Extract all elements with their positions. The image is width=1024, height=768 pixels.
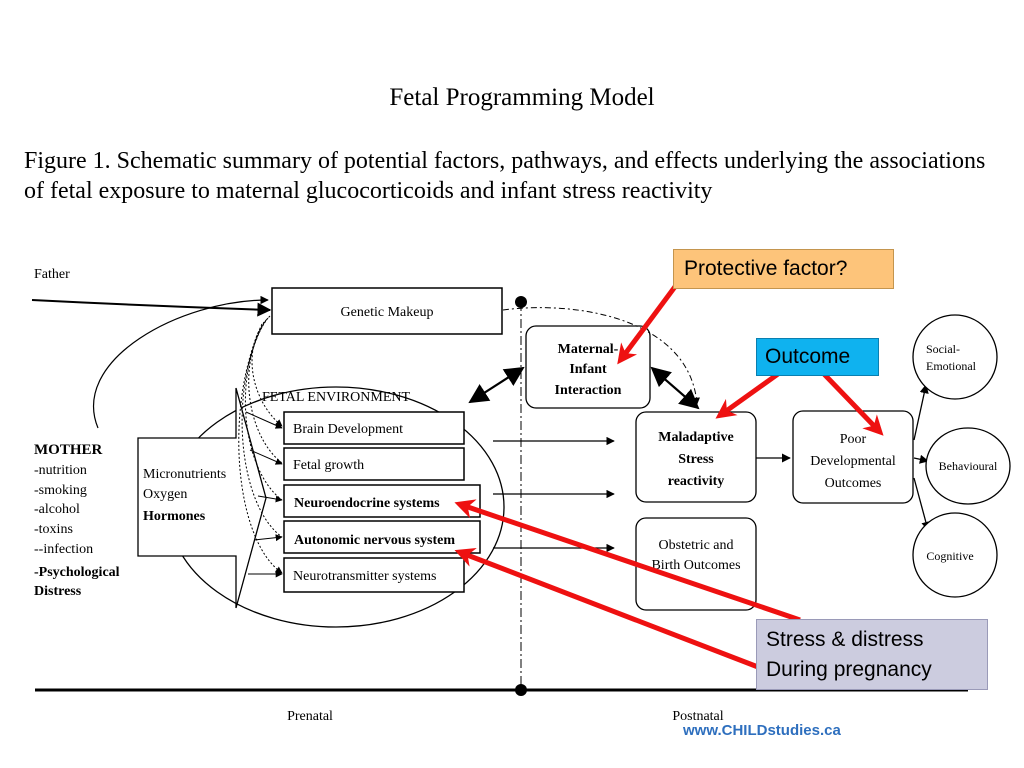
system-box-growth <box>283 447 465 481</box>
page-title: Fetal Programming Model <box>389 84 655 111</box>
maladaptive-stress-box <box>635 411 757 503</box>
father-label: Father <box>34 267 70 282</box>
env-mii-double-arrow <box>468 366 525 404</box>
behavioural-label: Behavioural <box>939 459 998 473</box>
stress-line1: Stress & distress <box>766 628 924 651</box>
fetal-environment-label: FETAL ENVIRONMENT <box>262 390 411 405</box>
social-line1: Social- <box>926 342 960 356</box>
stress-distress-callout: Stress & distress During pregnancy <box>756 619 988 690</box>
system-neuroendocrine: Neuroendocrine systems <box>294 496 440 511</box>
system-box-neuroendocrine <box>283 484 481 518</box>
mediators-arrow-shape <box>137 387 267 609</box>
mediator-fan-arrows <box>245 411 283 578</box>
msr-line3: reactivity <box>668 474 725 489</box>
system-neurotransmitter: Neurotransmitter systems <box>293 569 436 584</box>
mediator-oxygen: Oxygen <box>143 487 187 502</box>
protective-factor-callout: Protective factor? <box>673 249 894 289</box>
system-box-neurotransmitter <box>283 557 465 593</box>
system-autonomic: Autonomic nervous system <box>294 533 455 548</box>
system-box-brain <box>283 411 465 445</box>
mother-item-infection: --infection <box>34 542 93 557</box>
social-emotional-circle <box>912 314 998 400</box>
system-box-autonomic <box>283 520 481 554</box>
outcome-callout: Outcome <box>756 338 879 376</box>
outcome-branch-arrows <box>913 384 931 531</box>
msr-line2: Stress <box>678 452 714 467</box>
mii-line1: Maternal- <box>558 342 619 357</box>
mother-item-alcohol: -alcohol <box>34 502 80 517</box>
mother-item-psychological: -Psychological <box>34 565 120 580</box>
genetic-to-msr-dashed-arrow <box>502 307 700 405</box>
system-brain-development: Brain Development <box>293 422 403 437</box>
mother-item-distress: Distress <box>34 584 82 599</box>
birth-marker-top <box>515 296 527 308</box>
mother-item-toxins: -toxins <box>34 522 73 537</box>
father-to-genetic-arrow <box>31 299 272 317</box>
obstetric-line2: Birth Outcomes <box>651 558 740 573</box>
mother-item-nutrition: -nutrition <box>34 463 87 478</box>
mother-factors: MOTHER -nutrition -smoking -alcohol -tox… <box>34 442 120 599</box>
mii-msr-double-arrow <box>650 366 700 410</box>
birth-marker-bottom <box>515 684 527 696</box>
figure-caption: Figure 1. Schematic summary of potential… <box>24 148 986 204</box>
cognitive-label: Cognitive <box>926 549 973 563</box>
genetic-makeup-label: Genetic Makeup <box>341 305 434 320</box>
mother-item-smoking: -smoking <box>34 483 87 498</box>
system-to-outcome-arrows <box>493 436 615 553</box>
obstetric-line1: Obstetric and <box>658 538 733 553</box>
pdo-line2: Developmental <box>810 454 896 469</box>
red-callout-arrows <box>454 282 884 670</box>
stress-line2: During pregnancy <box>766 658 932 681</box>
social-line2: Emotional <box>926 359 977 373</box>
pdo-line1: Poor <box>840 432 867 447</box>
mii-line3: Interaction <box>555 383 622 398</box>
mother-heading: MOTHER <box>34 442 103 458</box>
behavioural-circle <box>925 427 1011 505</box>
msr-line1: Maladaptive <box>658 430 733 445</box>
website-url: www.CHILDstudies.ca <box>683 722 841 739</box>
mii-line2: Infant <box>569 362 607 377</box>
genetic-makeup-box <box>271 287 503 335</box>
mediator-micronutrients: Micronutrients <box>143 467 226 482</box>
pdo-line3: Outcomes <box>825 476 882 491</box>
postnatal-label: Postnatal <box>672 709 723 724</box>
mother-to-genetic-arrow <box>92 295 269 429</box>
mediator-hormones: Hormones <box>143 509 206 524</box>
system-fetal-growth: Fetal growth <box>293 458 364 473</box>
prenatal-label: Prenatal <box>287 709 333 724</box>
genetic-fan-arrows <box>238 315 283 574</box>
cognitive-circle <box>912 512 998 598</box>
